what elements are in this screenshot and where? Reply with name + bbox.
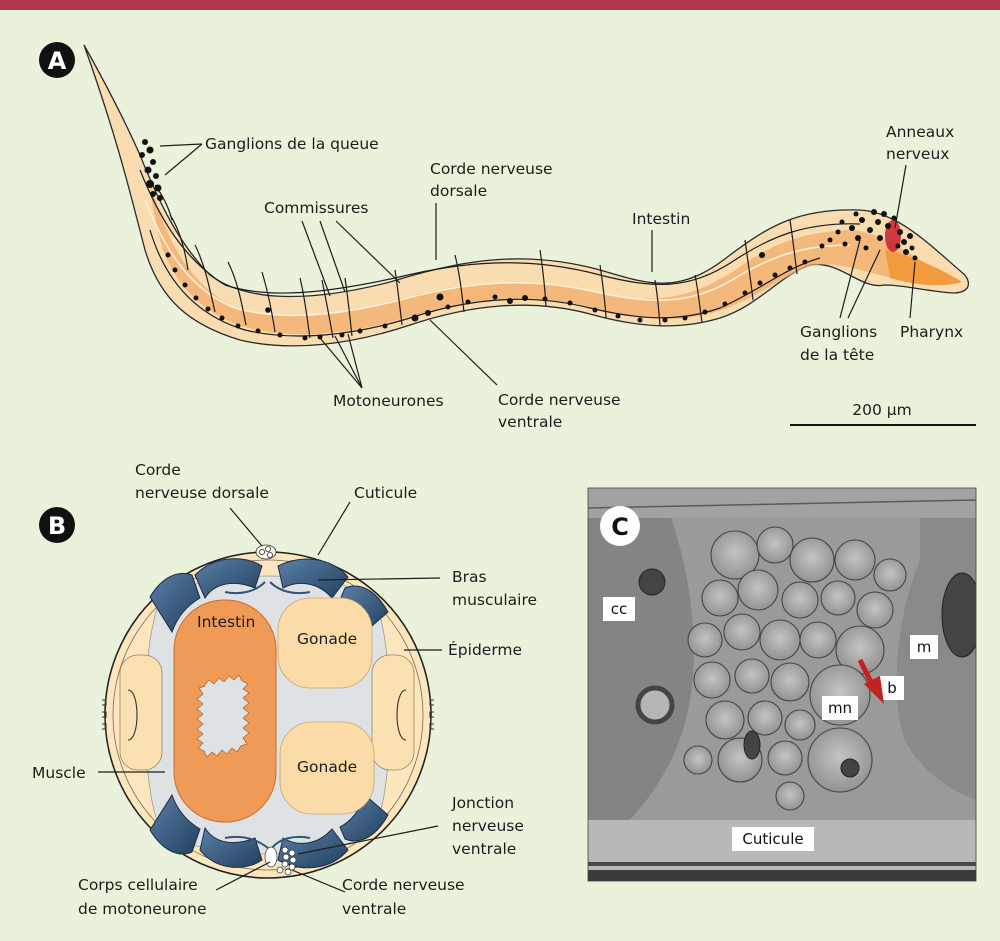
label-gonad-top: Gonade xyxy=(297,630,357,648)
label-nerve-ring-1: Anneaux xyxy=(886,123,954,141)
label-muscle-arm-1: Bras xyxy=(452,568,487,586)
scale-bar-label: 200 μm xyxy=(852,401,911,419)
label-motoneurons: Motoneurones xyxy=(333,392,444,410)
electron-micrograph xyxy=(588,488,982,881)
label-ventral-cord-1: Corde nerveuse xyxy=(498,391,621,409)
label-m: m xyxy=(917,638,932,656)
label-gonad-bottom: Gonade xyxy=(297,758,357,776)
label-dorsal-cord-b-2: nerveuse dorsale xyxy=(135,484,269,502)
label-intestine-a: Intestin xyxy=(632,210,690,228)
label-b: b xyxy=(887,679,897,697)
label-intestine-b: Intestin xyxy=(197,613,255,631)
dorsal-cord-b xyxy=(256,545,276,559)
label-nmj-1: Jonction xyxy=(451,794,514,812)
label-head-ganglia-1: Ganglions xyxy=(800,323,877,341)
label-nmj-3: ventrale xyxy=(452,840,516,858)
label-nerve-ring-2: nerveux xyxy=(886,145,949,163)
label-epidermis: Épiderme xyxy=(448,640,522,659)
panel-a-letter: A xyxy=(48,47,67,75)
label-dorsal-cord-1: Corde nerveuse xyxy=(430,160,553,178)
label-cuticle-c: Cuticule xyxy=(742,830,803,848)
label-cc: cc xyxy=(611,600,628,618)
label-mn: mn xyxy=(828,699,852,717)
panel-c-letter: C xyxy=(611,513,629,541)
label-nmj-2: nerveuse xyxy=(452,817,524,835)
top-bar xyxy=(0,0,1000,10)
label-cell-body-2: de motoneurone xyxy=(78,900,207,918)
label-dorsal-cord-b-1: Corde xyxy=(135,461,181,479)
label-cell-body-1: Corps cellulaire xyxy=(78,876,198,894)
label-muscle-arm-2: musculaire xyxy=(452,591,537,609)
label-pharynx: Pharynx xyxy=(900,323,963,341)
panel-b-letter: B xyxy=(48,512,66,540)
label-cuticle-b: Cuticule xyxy=(354,484,417,502)
vesicle-ring xyxy=(638,688,672,722)
epidermis-right xyxy=(372,655,414,770)
panel-c: C cc m b mn Cuticule xyxy=(588,488,982,881)
panel-a: A xyxy=(39,42,976,431)
label-tail-ganglia: Ganglions de la queue xyxy=(205,135,379,153)
label-ventral-cord-b-2: ventrale xyxy=(342,900,406,918)
label-ventral-cord-2: ventrale xyxy=(498,413,562,431)
label-commissures: Commissures xyxy=(264,199,368,217)
epidermis-left xyxy=(120,655,162,770)
label-muscle: Muscle xyxy=(32,764,86,782)
label-ventral-cord-b-1: Corde nerveuse xyxy=(342,876,465,894)
panel-b: B xyxy=(32,461,537,918)
intestine-lumen xyxy=(197,675,249,757)
label-dorsal-cord-2: dorsale xyxy=(430,182,487,200)
label-head-ganglia-2: de la tête xyxy=(800,346,874,364)
